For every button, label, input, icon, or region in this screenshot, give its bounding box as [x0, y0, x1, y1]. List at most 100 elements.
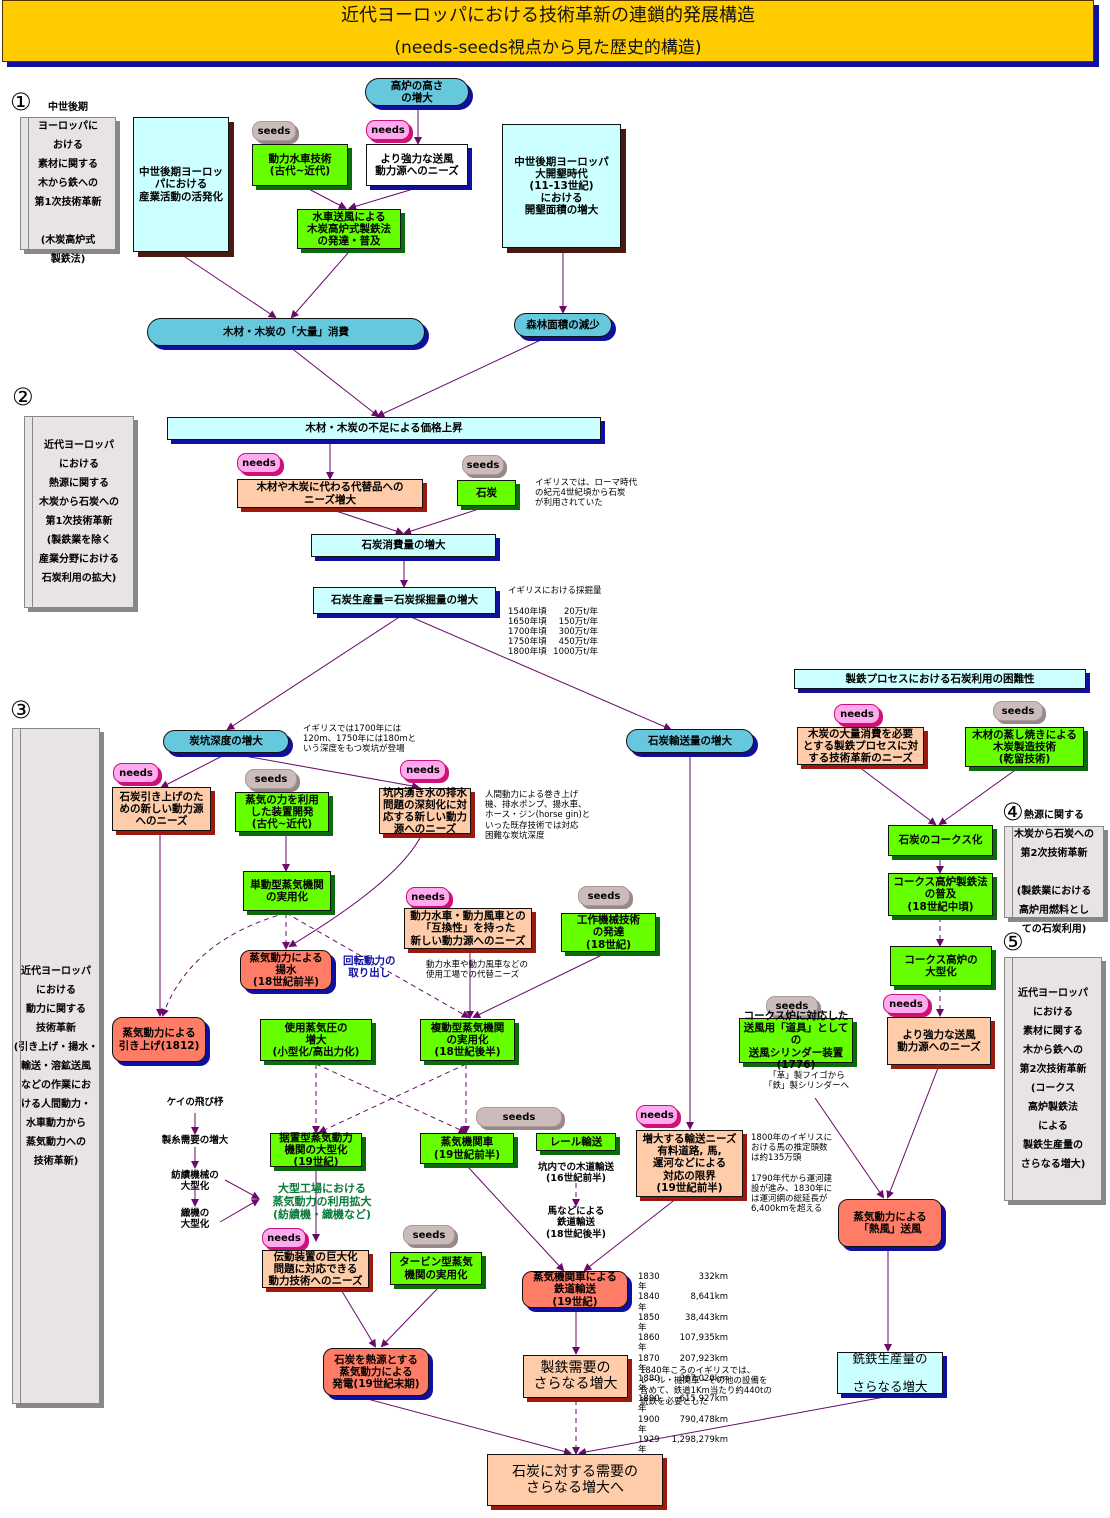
note-bellows: 「革」製フイゴから 「鉄」製シリンダーへ — [764, 1071, 850, 1092]
coal-output-row-year: 1540年頃 — [508, 606, 547, 617]
node-iron-coal-difficulty: 製鉄プロセスにおける石炭利用の困難性 — [794, 669, 1086, 689]
textile-step-1: ケイの飛び杼 — [166, 1097, 224, 1108]
link — [226, 613, 405, 731]
seeds-tag: seeds — [252, 121, 296, 141]
rail-length-row-year: 1860年 — [638, 1333, 660, 1354]
node-coal-transport: 石炭輸送量の増大 — [626, 729, 754, 753]
rail-length-row-value: 207,923km — [679, 1353, 728, 1364]
rail-step-2: 馬などによる 鉄道輸送 (18世紀後半) — [546, 1206, 606, 1240]
node-railway: 蒸気機関車による 鉄道輸送 (19世紀) — [522, 1271, 628, 1308]
node-industrial-activity: 中世後期ヨーロッ パにおける 産業活動の活発化 — [133, 117, 229, 252]
rail-length-row-year: 1880年 — [638, 1373, 660, 1395]
seeds-tag: seeds — [245, 769, 297, 789]
rail-length-row-year: 1900年 — [638, 1414, 660, 1435]
node-final: 石炭に対する需要の さらなる増大へ — [487, 1454, 663, 1506]
section-number-2: ② — [12, 383, 34, 411]
label-rotary-power: 回転動力の 取り出し — [343, 955, 396, 980]
node-land-clearing: 中世後期ヨーロッパ 大開墾時代 (11-13世紀) における 開墾面積の増大 — [502, 124, 621, 248]
section-panel-1: 中世後期 ヨーロッパに おける 素材に関する 木から鉄への 第1次技術革新 (木… — [20, 102, 116, 265]
node-substitute-need: 木材や木炭に代わる代替品への ニーズ増大 — [237, 479, 423, 508]
note-coal-output-title: イギリスにおける採掘量 — [508, 586, 602, 597]
link — [583, 1197, 678, 1272]
link — [886, 1067, 939, 1199]
seeds-tag: seeds — [476, 1107, 562, 1127]
link — [359, 1396, 572, 1456]
link — [290, 252, 349, 319]
coal-output-row-value: 20万t/年 — [563, 606, 598, 617]
section-number-3: ③ — [10, 696, 32, 724]
note-iron-per-km: 1840年ころのイギリスでは、 レール・機関車・その他の設備を 含めて、鉄道1K… — [640, 1366, 772, 1407]
coal-output-row-value: 1000万t/年 — [553, 647, 598, 658]
node-single-acting-engine: 単動型蒸気機関 の実用化 — [243, 871, 331, 911]
node-double-acting-engine: 複動型蒸気機関 の実用化 (18世紀後半) — [420, 1019, 515, 1061]
link — [227, 752, 420, 790]
link — [224, 1179, 260, 1199]
needs-tag: needs — [366, 120, 410, 140]
link — [578, 1395, 891, 1456]
section-number-5: ⑤ — [1002, 928, 1024, 956]
link — [938, 767, 1019, 826]
node-coal-production: 石炭生産量＝石炭採掘量の増大 — [313, 587, 496, 614]
node-furnace-height: 高炉の高さ の増大 — [365, 78, 469, 106]
node-charcoal-process-need: 木炭の大量消費を必要 とする製鉄プロセスに対 する技術革新のニーズ — [797, 727, 924, 765]
node-blowing-cylinder: コークス炉に対応した 送風用「道具」としての 送風シリンダー装置 (1776) — [739, 1010, 853, 1071]
node-stronger-blast-need-2: より強力な送風 動力源へのニーズ — [887, 1017, 991, 1065]
link — [329, 508, 404, 535]
coal-output-row-year: 1700年頃 — [508, 626, 547, 637]
section-panel-3: 近代ヨーロッパ における 動力に関する 技術革新 (引き上げ・揚水・ 輸送・溶鉱… — [12, 728, 100, 1404]
seeds-tag: seeds — [403, 1225, 455, 1245]
needs-tag: needs — [262, 1228, 306, 1248]
rail-length-row-year: 1870年 — [638, 1353, 660, 1374]
rail-length-row-value: 615,927km — [679, 1394, 728, 1405]
seeds-tag: seeds — [766, 996, 818, 1016]
rail-length-row: 1890年 615,927km — [638, 1394, 728, 1414]
rail-length-row-year: 1890年 — [638, 1394, 660, 1415]
rail-length-row-year: 1830年 — [638, 1272, 660, 1293]
seeds-tag: seeds — [578, 886, 630, 906]
node-stronger-blast-need-1: より強力な送風 動力源へのニーズ — [366, 144, 468, 186]
node-rail-transport: レール輸送 — [536, 1133, 616, 1151]
link — [403, 613, 672, 731]
section-number-1: ① — [10, 88, 32, 116]
node-pig-iron: 銑鉄生産量の さらなる増大 — [837, 1352, 943, 1394]
rail-length-row-year: 1840年 — [638, 1292, 660, 1313]
node-dry-distillation: 木材の蒸し焼きによる 木炭製造技術 (乾留技術) — [965, 727, 1084, 767]
link — [403, 506, 486, 535]
needs-tag: needs — [400, 760, 446, 780]
needs-tag: needs — [883, 994, 929, 1014]
coal-output-row-year: 1650年頃 — [508, 616, 547, 627]
page-title: 近代ヨーロッパにおける技術革新の連鎖的発展構造 — [341, 5, 755, 26]
needs-tag: needs — [834, 704, 880, 724]
link — [289, 346, 380, 418]
needs-tag: needs — [406, 887, 450, 907]
textile-step-3: 紡績機械の 大型化 — [171, 1170, 219, 1193]
node-high-pressure: 使用蒸気圧の 増大 (小型化/高出力化) — [260, 1019, 372, 1061]
node-transport-need: 増大する輸送ニーズ 有料道路, 馬, 運河などによる 対応の限界 (19世紀前半… — [636, 1130, 743, 1197]
link — [304, 186, 347, 209]
node-coal-consumption: 石炭消費量の増大 — [311, 534, 496, 557]
node-steam-pumping: 蒸気動力による 揚水 (18世紀前半) — [240, 950, 332, 990]
needs-tag: needs — [237, 453, 281, 473]
link — [467, 1166, 565, 1272]
label-factory-use: 大型工場における 蒸気動力の利用拡大 (紡績機・織機など) — [272, 1182, 372, 1222]
node-drainage-need: 坑内湧き水の排水 問題の深刻化に対 応する新しい動力 源へのニーズ — [379, 787, 471, 835]
coal-output-row: 1540年頃 20万t/年 — [508, 607, 602, 617]
node-wood-consumption: 木材・木炭の「大量」消費 — [147, 318, 425, 346]
section-panel-5: 近代ヨーロッパ における 素材に関する 木から鉄への 第2次技術革新 (コークス… — [1004, 957, 1102, 1201]
link — [348, 186, 421, 211]
textile-step-4: 織機の 大型化 — [180, 1208, 210, 1231]
note-human-power: 人間動力による巻き上げ 機、排水ポンプ、揚水車、 ホース・ジン(horse gi… — [485, 790, 591, 841]
note-horses-canals: 1800年のイギリスに おける馬の推定頭数 は約135万頭 1790年代から運河… — [751, 1133, 833, 1215]
rail-length-row-value: 1,298,279km — [671, 1435, 728, 1445]
title-banner: 近代ヨーロッパにおける技術革新の連鎖的発展構造 (needs-seeds視点から… — [2, 0, 1094, 62]
page-subtitle: (needs-seeds視点から見た歴史的構造) — [394, 38, 702, 58]
link — [339, 1287, 377, 1348]
